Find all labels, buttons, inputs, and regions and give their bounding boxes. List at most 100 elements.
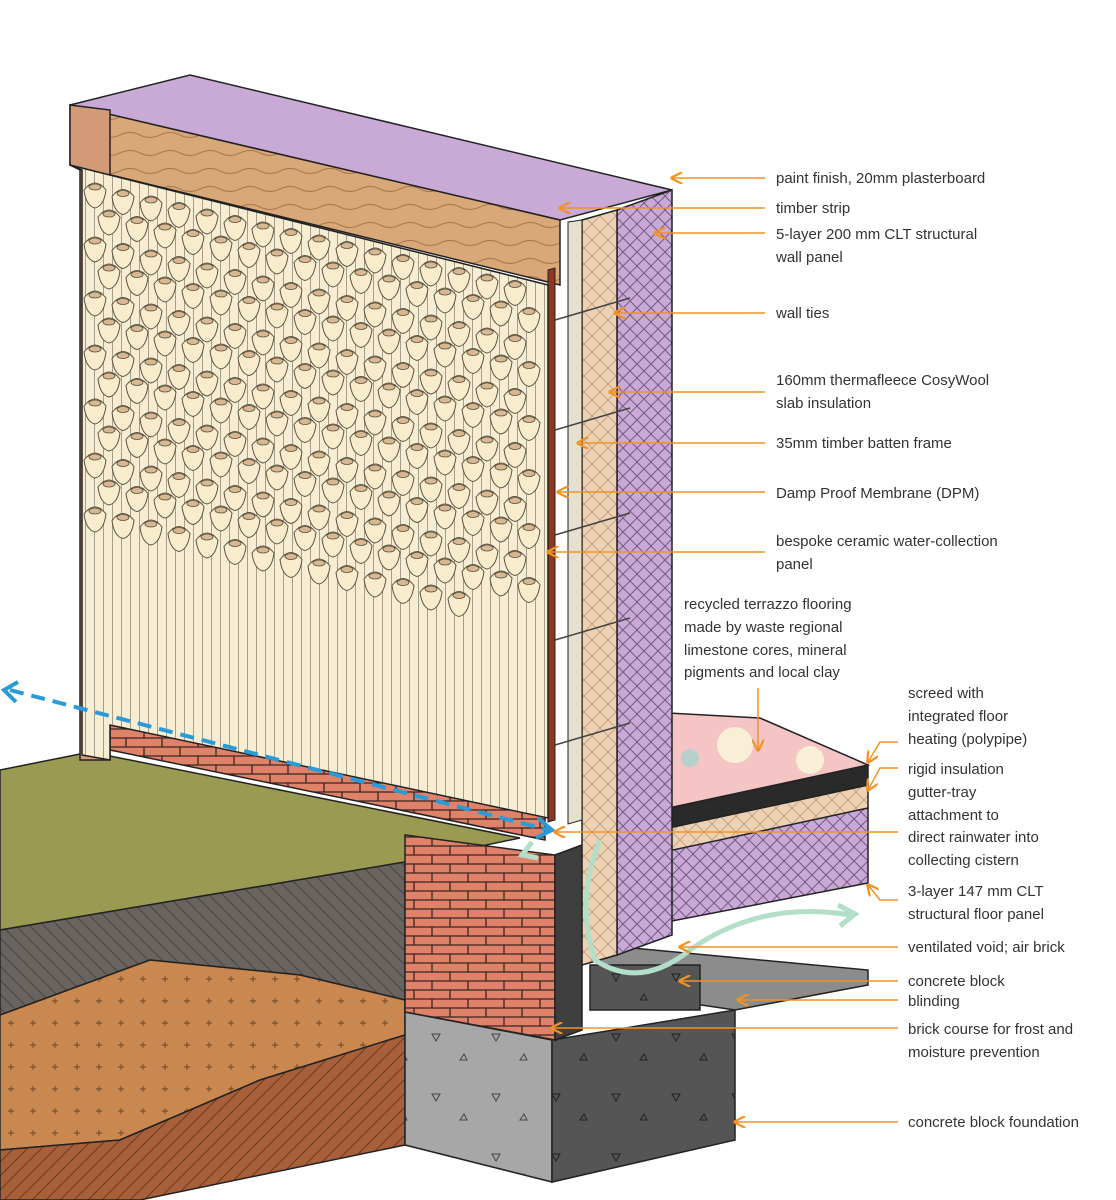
label-clt-floor-line1: 3-layer 147 mm CLT: [908, 883, 1044, 900]
ceramic-scale-lip: [298, 256, 312, 263]
ceramic-scale-tile: [419, 368, 443, 395]
ceramic-scale-tile: [335, 241, 359, 268]
ceramic-scale-lip: [396, 363, 410, 370]
air-flow-arrow: [583, 839, 851, 976]
ceramic-scale-tile: [209, 505, 233, 532]
leader-clt-floor: [868, 885, 898, 901]
ceramic-scale-lip: [200, 317, 214, 325]
ceramic-scale-tile: [181, 499, 205, 526]
ceramic-scale-tile: [265, 248, 289, 275]
label-gutter-line3: direct rainwater into: [908, 829, 1039, 846]
ceramic-scale-tile: [433, 395, 457, 422]
ceramic-scale-lip: [214, 290, 228, 298]
ceramic-scale-tile: [517, 361, 541, 388]
ceramic-scale-lip: [368, 302, 382, 310]
terrazzo-chip: [796, 746, 824, 774]
ceramic-scale-tile: [167, 526, 191, 553]
ceramic-scale-lip: [144, 358, 158, 366]
ceramic-scale-tile: [517, 469, 541, 496]
ceramic-scale-tile: [503, 388, 527, 415]
brick-side: [554, 843, 583, 1042]
ceramic-scale-tile: [419, 476, 443, 503]
ceramic-scale-tile: [153, 438, 177, 465]
leader-lines: [548, 178, 898, 1122]
ceramic-scale-lip: [256, 222, 270, 230]
ceramic-scale-lip: [522, 308, 536, 315]
ceramic-scale-tile: [153, 222, 177, 249]
ceramic-scale-lip: [242, 513, 256, 520]
ceramic-scale-tile: [181, 283, 205, 310]
ceramic-scale-tile: [363, 463, 387, 490]
ceramic-scale-tile: [167, 418, 191, 445]
ceramic-scale-lip: [270, 249, 284, 257]
ceramic-scale-lip: [438, 396, 452, 404]
ceramic-scale-lip: [312, 235, 326, 243]
ceramic-scale-lip: [158, 439, 172, 447]
ceramic-scale-tile: [97, 479, 121, 506]
ceramic-scale-tile: [139, 249, 163, 276]
ceramic-scale-tile: [209, 451, 233, 478]
ceramic-scale-lip: [284, 445, 298, 452]
ceramic-scale-lip: [438, 504, 452, 512]
label-screed-line3: heating (polypipe): [908, 731, 1028, 748]
ceramic-scale-tile: [433, 557, 457, 584]
ceramic-scale-lip: [256, 276, 270, 284]
ceramic-scale-tile: [209, 397, 233, 424]
label-brick-course-line1: brick course for frost and: [908, 1021, 1074, 1038]
ceramic-scale-tile: [97, 371, 121, 398]
ceramic-scale-lip: [158, 277, 172, 285]
rainwater-arrowhead-right: [535, 816, 556, 840]
ceramic-scale-lip: [466, 565, 480, 572]
ceramic-scale-tile: [489, 462, 513, 489]
ceramic-scale-lip: [256, 384, 270, 392]
ceramic-scale-tile: [251, 275, 275, 302]
ceramic-scale-tile: [83, 506, 107, 533]
ceramic-scale-lip: [214, 344, 228, 352]
ceramic-scale-lip: [88, 183, 102, 191]
ceramic-scale-lip: [410, 336, 424, 343]
label-batten-frame: 35mm timber batten frame: [776, 435, 952, 452]
ceramic-scale-lip: [354, 269, 368, 276]
brick-front: [404, 834, 556, 1041]
ceramic-scale-lip: [396, 417, 410, 424]
ceramic-scale-tile: [293, 363, 317, 390]
ceramic-scale-lip: [158, 331, 172, 339]
ceramic-scale-tile: [209, 343, 233, 370]
ceramic-scale-tile: [251, 437, 275, 464]
ceramic-scale-tile: [83, 452, 107, 479]
ceramic-scale-tile: [279, 498, 303, 525]
ceramic-scale-lip: [508, 551, 522, 558]
ceramic-scale-lip: [340, 566, 354, 573]
ceramic-scale-lip: [186, 284, 200, 291]
ceramic-scale-lip: [186, 338, 200, 345]
ceramic-scale-lip: [326, 424, 340, 432]
ceramic-scale-tile: [125, 216, 149, 243]
ceramic-scale-lip: [410, 282, 424, 289]
ceramic-panel: [69, 164, 549, 819]
ceramic-scale-lip: [200, 533, 214, 541]
ceramic-scale-lip: [424, 369, 438, 377]
ceramic-scale-lip: [130, 217, 144, 224]
label-ventilated-void: ventilated void; air brick: [908, 939, 1065, 956]
ceramic-scale-tile: [223, 269, 247, 296]
wall-ties: [554, 297, 631, 746]
label-gutter-line2: attachment to: [908, 807, 999, 824]
ceramic-scale-tile: [279, 282, 303, 309]
ceramic-scale-lip: [158, 223, 172, 231]
ceramic-scale-tile: [279, 552, 303, 579]
ceramic-scale-lip: [508, 443, 522, 450]
foundation-side: [551, 1009, 736, 1183]
ceramic-scale-lip: [396, 471, 410, 478]
label-timber-strip: timber strip: [776, 200, 851, 217]
ceramic-scale-tile: [321, 315, 345, 342]
ceramic-scale-lip: [522, 416, 536, 423]
ceramic-scale-tile: [195, 424, 219, 451]
ceramic-scale-tile: [475, 381, 499, 408]
ceramic-scale-lip: [284, 499, 298, 506]
label-terrazzo-line3: limestone cores, mineral: [684, 642, 847, 659]
ceramic-scale-tile: [251, 545, 275, 572]
ceramic-scale-tile: [97, 263, 121, 290]
ceramic-scale-tile: [167, 256, 191, 283]
ceramic-scale-tile: [377, 490, 401, 517]
ceramic-scale-lip: [438, 558, 452, 566]
